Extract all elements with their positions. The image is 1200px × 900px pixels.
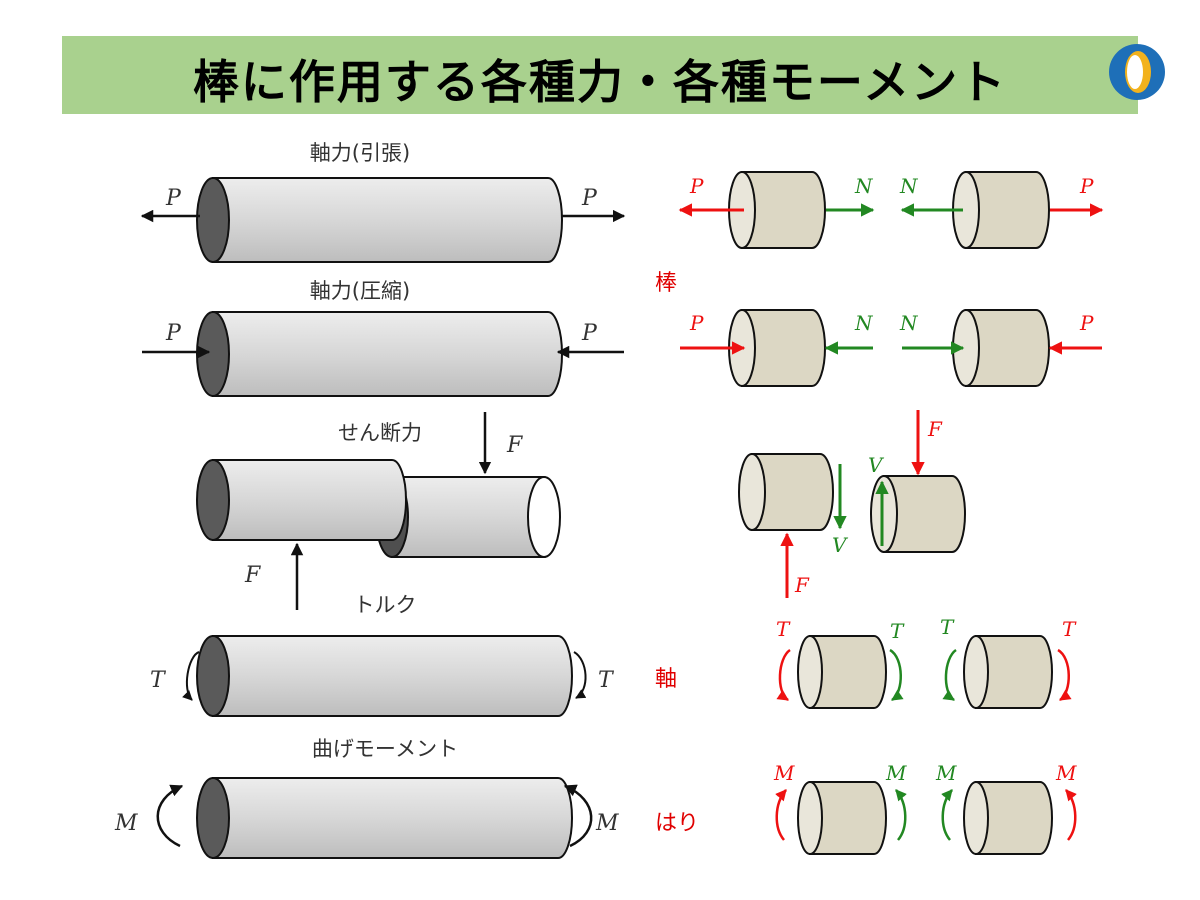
label-P: P (689, 174, 704, 198)
force-label-M-left: M (114, 811, 138, 836)
page-title: 棒に作用する各種力・各種モーメント (192, 55, 1008, 109)
label-F: F (927, 417, 943, 441)
label-M: M (935, 761, 957, 785)
force-label-P-left: P (165, 321, 182, 346)
label-T: T (776, 617, 791, 641)
force-label-T-right: T (598, 668, 615, 693)
label-V: V (868, 453, 885, 477)
label-M: M (773, 761, 795, 785)
caption-compression: 軸力(圧縮) (310, 279, 410, 303)
torque-rod-figure: トルク T T (150, 593, 615, 717)
label-V: V (832, 533, 849, 557)
logo-icon (1109, 44, 1165, 100)
title-bar: 棒に作用する各種力・各種モーメント (62, 36, 1138, 114)
force-label-M-right: M (595, 811, 619, 836)
label-T: T (1062, 617, 1077, 641)
side-label-beam: はり (655, 811, 699, 836)
force-label-F-bottom: F (244, 563, 261, 588)
force-label-P-right: P (581, 321, 598, 346)
label-F: F (794, 573, 810, 597)
tension-free-body: P N N P (678, 171, 1104, 249)
compression-free-body: P N N P (680, 309, 1102, 387)
caption-bending: 曲げモーメント (312, 737, 458, 761)
label-M: M (1055, 761, 1077, 785)
label-T: T (940, 615, 955, 639)
caption-shear: せん断力 (338, 421, 422, 445)
label-N: N (854, 174, 874, 198)
label-M: M (885, 761, 907, 785)
label-P: P (1079, 174, 1094, 198)
side-label-shaft: 軸 (655, 667, 677, 692)
label-T: T (890, 619, 905, 643)
bending-free-body: M M M M (773, 761, 1077, 855)
force-label-P-left: P (165, 186, 182, 211)
caption-tension: 軸力(引張) (310, 141, 410, 165)
label-N: N (899, 311, 919, 335)
side-label-rod: 棒 (655, 271, 677, 296)
force-label-P-right: P (581, 186, 598, 211)
shear-rod-figure: せん断力 F F (196, 412, 561, 610)
label-P: P (1079, 311, 1094, 335)
shear-free-body: F F V V (738, 410, 966, 598)
compression-rod-figure: 軸力(圧縮) P P (142, 279, 624, 397)
torque-free-body: T T T T (776, 615, 1077, 709)
bending-rod-figure: 曲げモーメント M M (114, 737, 619, 859)
label-P: P (689, 311, 704, 335)
force-label-F-top: F (506, 433, 523, 458)
force-label-T-left: T (150, 668, 167, 693)
caption-torque: トルク (354, 593, 417, 617)
label-N: N (899, 174, 919, 198)
tension-rod-figure: 軸力(引張) P P (140, 141, 626, 263)
label-N: N (854, 311, 874, 335)
